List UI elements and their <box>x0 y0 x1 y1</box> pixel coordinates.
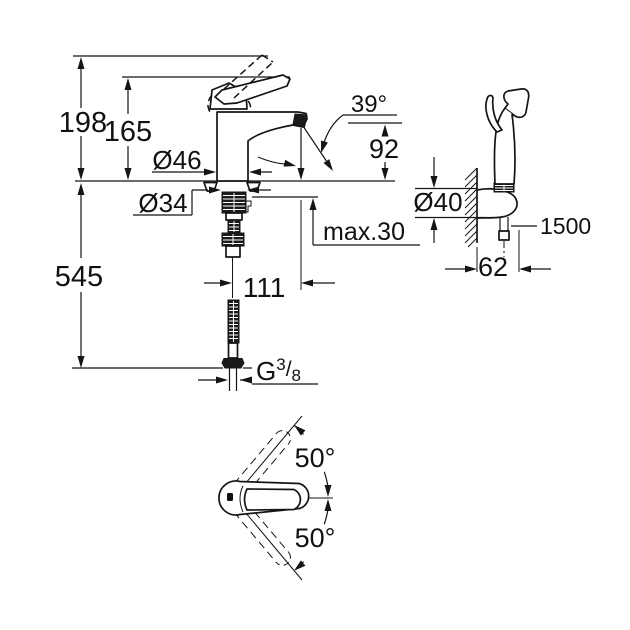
thread-slash: / <box>286 358 292 381</box>
thread-numerator: 3 <box>276 355 285 374</box>
wall-holder <box>476 187 518 219</box>
dim-swivel-down: 50° <box>294 499 335 571</box>
dim-stream-angle: 39° <box>321 91 397 153</box>
dim-shank-diameter: Ø34 <box>133 186 271 218</box>
handle-lever-inner <box>243 488 302 511</box>
dim-label-62: 62 <box>478 252 508 282</box>
handle-lowered-dashed <box>233 501 291 566</box>
dim-wall-offset: 62 <box>445 230 551 282</box>
dim-spout-projection: 111 <box>204 200 335 303</box>
dim-label-g38: G3/8 <box>256 355 301 386</box>
dim-thread-size: G3/8 <box>198 355 318 386</box>
shower-hose <box>498 217 510 257</box>
dim-label-1500: 1500 <box>540 213 591 239</box>
dim-holder-diameter: Ø40 <box>413 157 487 243</box>
supply-shank-and-hose <box>221 191 252 391</box>
thread-denominator: 8 <box>292 366 301 385</box>
dim-label-50deg-up: 50° <box>295 443 336 473</box>
sprayer-trigger <box>485 94 503 133</box>
dim-max-deck-thickness: max.30 <box>309 198 420 246</box>
dim-label-111: 111 <box>243 272 286 303</box>
dim-label-165: 165 <box>104 116 152 148</box>
dim-spout-height: 92 <box>348 122 402 180</box>
dim-label-39deg: 39° <box>351 91 387 118</box>
trigger-sprayer <box>493 88 530 185</box>
thread-prefix: G <box>256 356 276 386</box>
faucet-front-view: 198 165 545 Ø46 Ø34 <box>55 54 420 391</box>
wall-hatching <box>464 167 478 248</box>
dim-label-92: 92 <box>369 134 399 164</box>
dim-base-diameter: Ø46 <box>152 145 272 176</box>
dim-label-50deg-down: 50° <box>295 523 336 553</box>
handle-raised-dashed <box>233 430 291 495</box>
dim-label-d46: Ø46 <box>152 145 201 175</box>
faucet-body <box>203 54 333 192</box>
dim-hose-drop: 545 <box>55 183 103 368</box>
dim-hose-length: 1500 <box>511 213 591 239</box>
dim-label-545: 545 <box>55 261 103 293</box>
dim-total-height: 198 <box>59 57 107 180</box>
dim-label-198: 198 <box>59 107 107 139</box>
dim-label-max30: max.30 <box>323 218 405 246</box>
dim-label-d34: Ø34 <box>138 188 187 218</box>
hand-shower-side-view: Ø40 1500 62 <box>413 88 591 282</box>
dim-body-height: 165 <box>104 78 152 180</box>
handle-top-view: 50° 50° <box>218 415 336 581</box>
dim-swivel-up: 50° <box>293 424 336 497</box>
handle-indicator-dot <box>227 493 233 501</box>
dim-label-d40: Ø40 <box>413 187 462 217</box>
